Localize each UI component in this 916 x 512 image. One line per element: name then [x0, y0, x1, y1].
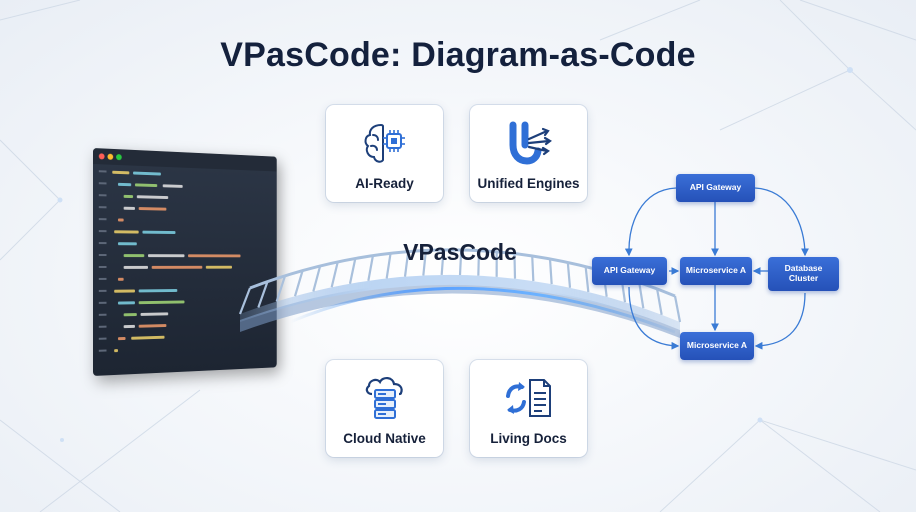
code-token [123, 206, 135, 210]
code-token [117, 182, 132, 187]
page-title: VPasCode: Diagram-as-Code [220, 36, 696, 74]
bridge-label: VPasCode [403, 239, 517, 265]
feature-label-unified-engines: Unified Engines [477, 176, 580, 191]
code-token [117, 336, 126, 341]
code-token [123, 313, 137, 317]
code-token [123, 254, 145, 258]
code-token [205, 265, 232, 269]
line-number [98, 230, 107, 233]
line-number [98, 170, 107, 173]
line-number [98, 337, 107, 340]
line-number [98, 289, 107, 292]
bridge-post [584, 266, 590, 293]
line-number [98, 254, 107, 257]
code-token [133, 171, 161, 176]
code-token [147, 254, 185, 258]
code-token [123, 194, 134, 199]
code-token [138, 289, 178, 293]
line-number [98, 265, 107, 268]
bridge-post [293, 270, 304, 297]
line-number [98, 182, 107, 185]
bridge-post [312, 265, 322, 292]
bridge-post [513, 253, 517, 279]
bridge-post [238, 287, 252, 315]
code-token [117, 277, 124, 281]
bridge-post [548, 258, 553, 285]
line-number [98, 242, 107, 245]
bridge-post [566, 262, 572, 288]
code-token [117, 301, 135, 305]
code-token [162, 184, 183, 188]
node-microservice-bottom: Microservice A [680, 332, 754, 360]
architecture-diagram: API Gateway API Gateway Microservice A D… [585, 165, 885, 375]
bridge-post [422, 250, 427, 276]
line-number [98, 277, 107, 280]
bridge-post [458, 249, 463, 276]
code-token [117, 242, 137, 246]
bridge-post [403, 251, 410, 277]
code-token [123, 265, 148, 269]
code-token [112, 170, 130, 175]
line-number [98, 313, 107, 316]
bridge-post [531, 255, 535, 282]
code-token [138, 300, 185, 305]
bridge-post [440, 249, 445, 276]
feature-label-living-docs: Living Docs [490, 431, 567, 446]
line-number [98, 325, 107, 328]
code-token [138, 207, 167, 211]
node-database-cluster: Database Cluster [768, 257, 839, 291]
sync-document-icon [506, 379, 551, 417]
cloud-server-icon [365, 377, 403, 419]
line-number [98, 206, 107, 209]
code-token [151, 265, 203, 269]
bridge-post [275, 275, 287, 302]
bridge-post [673, 295, 682, 323]
code-token [117, 218, 124, 222]
code-token [114, 349, 118, 353]
feature-card-cloud-native: Cloud Native [326, 360, 443, 457]
line-number [98, 218, 107, 221]
line-number [98, 194, 107, 197]
feature-card-living-docs: Living Docs [470, 360, 587, 457]
bridge-post [638, 282, 645, 309]
bridge-post [257, 281, 269, 308]
code-token [114, 230, 139, 234]
unified-engines-icon [509, 121, 552, 165]
code-token [138, 324, 167, 328]
code-token [134, 183, 158, 188]
code-token [123, 324, 135, 329]
bridge-post [385, 253, 392, 279]
maximize-dot-icon [116, 154, 122, 161]
code-token [114, 289, 135, 293]
code-token [136, 195, 169, 200]
line-number [98, 349, 107, 352]
line-number [98, 301, 107, 304]
bridge-post [367, 255, 375, 281]
feature-card-ai-ready: AI-Ready [326, 105, 443, 202]
bridge-post [330, 261, 339, 288]
bridge-post [477, 250, 481, 276]
node-api-gateway-top: API Gateway [676, 174, 755, 202]
node-api-gateway-left: API Gateway [592, 257, 667, 285]
node-microservice-middle: Microservice A [680, 257, 752, 285]
code-token [131, 335, 165, 340]
feature-card-unified-engines: Unified Engines [470, 105, 587, 202]
feature-label-cloud-native: Cloud Native [343, 431, 426, 446]
feature-label-ai-ready: AI-Ready [355, 176, 414, 191]
code-token [142, 230, 176, 234]
bridge-post [656, 288, 663, 315]
bridge-post [348, 258, 357, 284]
code-token [140, 312, 169, 316]
minimize-dot-icon [107, 153, 114, 160]
close-dot-icon [98, 153, 105, 160]
brain-chip-icon [364, 123, 405, 163]
architecture-connectors [624, 187, 809, 350]
